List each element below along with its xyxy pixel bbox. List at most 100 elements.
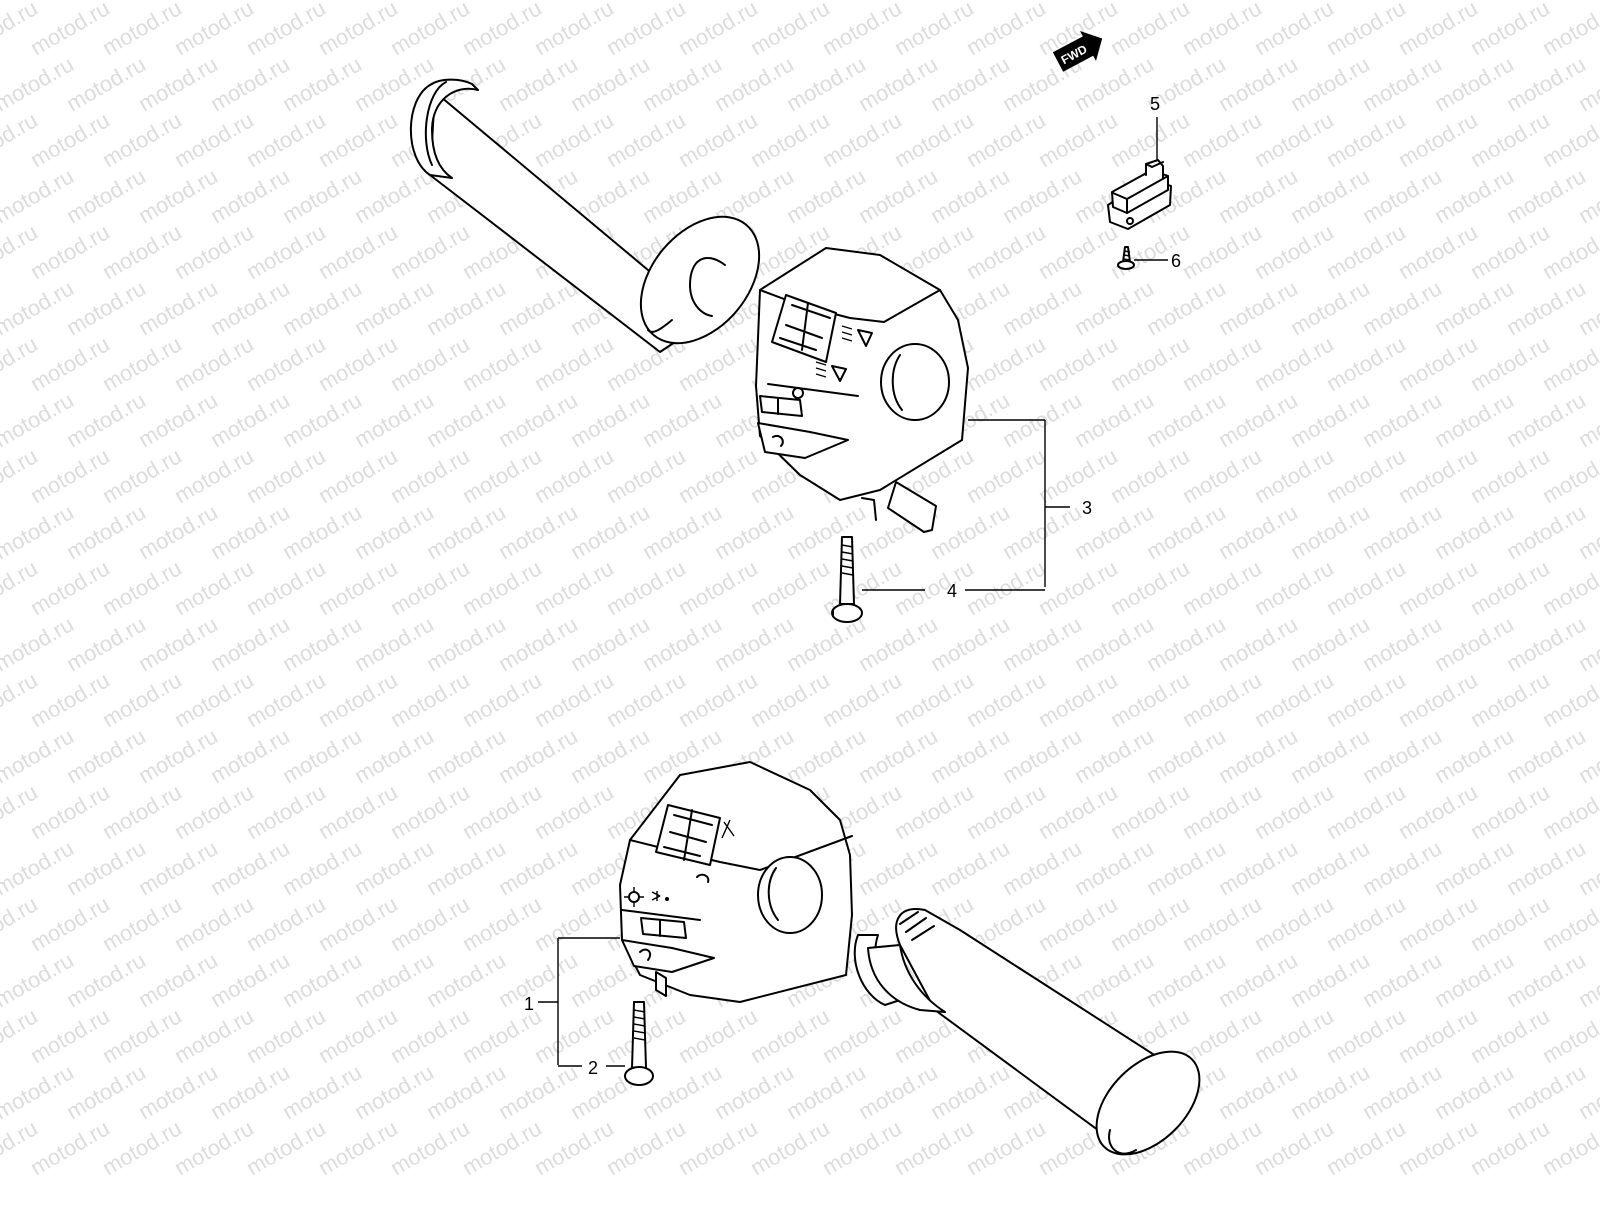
watermark-text: motod.ru xyxy=(314,219,402,284)
watermark-text: motod.ru xyxy=(386,555,474,620)
watermark-text: motod.ru xyxy=(890,667,978,732)
watermark-text: motod.ru xyxy=(134,163,222,228)
watermark-text: motod.ru xyxy=(134,611,222,676)
watermark-text: motod.ru xyxy=(566,51,654,116)
watermark-text: motod.ru xyxy=(278,51,366,116)
watermark-text: motod.ru xyxy=(494,499,582,564)
watermark-text: motod.ru xyxy=(314,667,402,732)
watermark-text: motod.ru xyxy=(206,835,294,900)
watermark-text: motod.ru xyxy=(1322,779,1410,844)
watermark-text: motod.ru xyxy=(602,555,690,620)
watermark-text: motod.ru xyxy=(674,1003,762,1068)
watermark-text: motod.ru xyxy=(1214,611,1302,676)
watermark-text: motod.ru xyxy=(0,835,78,900)
watermark-text: motod.ru xyxy=(170,0,258,60)
watermark-text: motod.ru xyxy=(782,1059,870,1124)
watermark-text: motod.ru xyxy=(458,891,546,956)
watermark-text: motod.ru xyxy=(782,723,870,788)
watermark-text: motod.ru xyxy=(1358,163,1446,228)
watermark-text: motod.ru xyxy=(1178,443,1266,508)
watermark-text: motod.ru xyxy=(1142,387,1230,452)
watermark-text: motod.ru xyxy=(350,611,438,676)
watermark-text: motod.ru xyxy=(530,1003,618,1068)
watermark-text: motod.ru xyxy=(422,611,510,676)
callout-6: 6 xyxy=(1171,251,1181,271)
watermark-text: motod.ru xyxy=(458,0,546,60)
watermark-text: motod.ru xyxy=(458,555,546,620)
watermark-text: motod.ru xyxy=(710,1059,798,1124)
watermark-text: motod.ru xyxy=(1034,667,1122,732)
watermark-text: motod.ru xyxy=(134,51,222,116)
watermark-text: motod.ru xyxy=(206,611,294,676)
watermark-text: motod.ru xyxy=(1538,667,1600,732)
watermark-text: motod.ru xyxy=(1214,387,1302,452)
watermark-text: motod.ru xyxy=(1142,611,1230,676)
watermark-text: motod.ru xyxy=(1142,275,1230,340)
watermark-text: motod.ru xyxy=(98,555,186,620)
watermark-text: motod.ru xyxy=(1214,51,1302,116)
watermark-text: motod.ru xyxy=(1214,947,1302,1012)
watermark-text: motod.ru xyxy=(1502,835,1590,900)
watermark-text: motod.ru xyxy=(98,0,186,60)
watermark-text: motod.ru xyxy=(62,499,150,564)
watermark-text: motod.ru xyxy=(1286,387,1374,452)
watermark-text: motod.ru xyxy=(0,611,78,676)
watermark-text: motod.ru xyxy=(0,51,78,116)
watermark-layer: motod.ru motod.ru motod.ru motod.ru motod.ru… xyxy=(0,0,1600,1180)
watermark-text: motod.ru xyxy=(566,499,654,564)
watermark-text: motod.ru xyxy=(890,1115,978,1180)
watermark-text: motod.ru xyxy=(0,275,78,340)
watermark-text: motod.ru xyxy=(1430,835,1518,900)
watermark-text: motod.ru xyxy=(1178,331,1266,396)
watermark-text: motod.ru xyxy=(674,1115,762,1180)
watermark-text: motod.ru xyxy=(1106,667,1194,732)
part-6-screw xyxy=(1117,246,1168,270)
watermark-text: motod.ru xyxy=(1394,667,1482,732)
watermark-text: motod.ru xyxy=(1142,723,1230,788)
watermark-text: motod.ru xyxy=(206,51,294,116)
watermark-text: motod.ru xyxy=(1466,331,1554,396)
watermark-text: motod.ru xyxy=(1466,667,1554,732)
watermark-text: motod.ru xyxy=(1034,443,1122,508)
watermark-text: motod.ru xyxy=(1214,275,1302,340)
watermark-text: motod.ru xyxy=(890,107,978,172)
watermark-text: motod.ru xyxy=(926,611,1014,676)
watermark-text: motod.ru xyxy=(1538,443,1600,508)
watermark-text: motod.ru xyxy=(674,107,762,172)
watermark-text: motod.ru xyxy=(638,387,726,452)
watermark-text: motod.ru xyxy=(1286,163,1374,228)
watermark-text: motod.ru xyxy=(674,0,762,60)
watermark-text: motod.ru xyxy=(674,555,762,620)
watermark-text: motod.ru xyxy=(242,443,330,508)
watermark-text: motod.ru xyxy=(1106,0,1194,60)
watermark-text: motod.ru xyxy=(386,0,474,60)
watermark-text: motod.ru xyxy=(1538,219,1600,284)
watermark-text: motod.ru xyxy=(1394,1003,1482,1068)
watermark-text: motod.ru xyxy=(98,1115,186,1180)
watermark-text: motod.ru xyxy=(1286,51,1374,116)
watermark-text: motod.ru xyxy=(386,219,474,284)
watermark-text: motod.ru xyxy=(170,667,258,732)
watermark-text: motod.ru xyxy=(62,51,150,116)
watermark-text: motod.ru xyxy=(62,163,150,228)
watermark-text: motod.ru xyxy=(314,331,402,396)
right-throttle-grip xyxy=(853,908,1201,1156)
watermark-text: motod.ru xyxy=(1142,947,1230,1012)
watermark-text: motod.ru xyxy=(242,1115,330,1180)
watermark-text: motod.ru xyxy=(98,219,186,284)
watermark-text: motod.ru xyxy=(62,1059,150,1124)
watermark-text: motod.ru xyxy=(62,275,150,340)
watermark-text: motod.ru xyxy=(242,1003,330,1068)
watermark-text: motod.ru xyxy=(1394,0,1482,60)
watermark-text: motod.ru xyxy=(1178,1115,1266,1180)
watermark-text: motod.ru xyxy=(746,667,834,732)
watermark-text: motod.ru xyxy=(350,723,438,788)
watermark-text: motod.ru xyxy=(818,107,906,172)
watermark-text: motod.ru xyxy=(1394,779,1482,844)
watermark-text: motod.ru xyxy=(1430,387,1518,452)
watermark-text: motod.ru xyxy=(1250,891,1338,956)
watermark-text: motod.ru xyxy=(1394,331,1482,396)
watermark-text: motod.ru xyxy=(26,1115,114,1180)
watermark-text: motod.ru xyxy=(782,51,870,116)
watermark-text: motod.ru xyxy=(1070,387,1158,452)
